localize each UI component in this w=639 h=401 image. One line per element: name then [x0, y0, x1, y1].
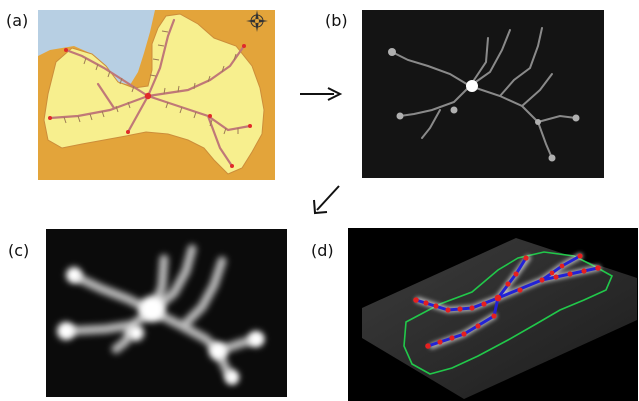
arrow-down-left-icon — [313, 185, 340, 215]
panel-label-a: (a) — [6, 11, 29, 30]
sea-area — [38, 10, 155, 85]
surface-network-nodes — [413, 253, 601, 349]
density-background — [46, 229, 287, 397]
panel-label-c: (c) — [8, 241, 30, 260]
city-markers — [48, 44, 252, 168]
arrow-right-icon — [300, 87, 343, 101]
panel-label-b: (b) — [325, 11, 348, 30]
skeleton-background — [362, 10, 604, 178]
compass-rose-icon — [246, 10, 268, 32]
skeleton-nodes — [388, 48, 580, 162]
skeleton-hub — [466, 80, 478, 92]
density-blobs — [57, 267, 264, 384]
road-ticks — [63, 30, 239, 135]
surface-3d-panel — [348, 228, 638, 401]
map-panel — [38, 10, 275, 180]
panel-label-d: (d) — [311, 241, 334, 260]
surface-plane — [362, 238, 637, 399]
density-panel — [46, 229, 287, 397]
skeleton-panel — [362, 10, 604, 178]
skeleton-edges — [391, 27, 577, 159]
surface-outline — [403, 251, 614, 375]
